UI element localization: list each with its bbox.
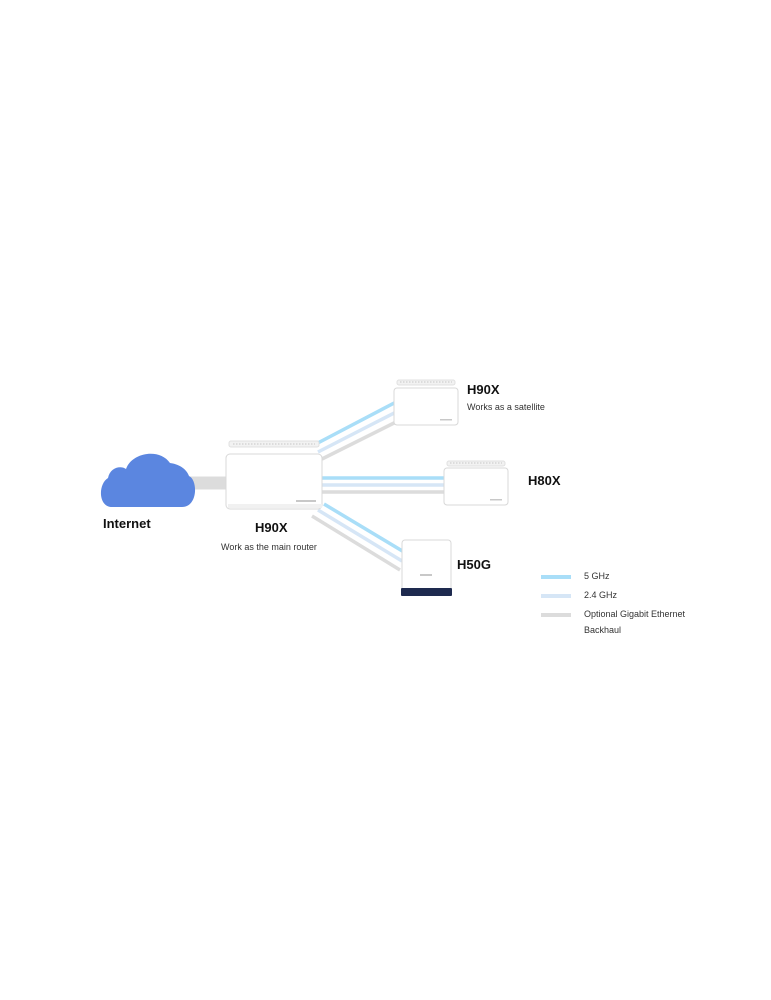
- legend-label-5ghz: 5 GHz: [584, 571, 610, 581]
- main-router-device: [225, 440, 323, 510]
- main-router-description: Work as the main router: [221, 542, 317, 552]
- link-satellite-h90x: [313, 399, 403, 461]
- h80x-name: H80X: [528, 473, 561, 488]
- legend-swatch-ethernet: [541, 613, 571, 617]
- legend-swatch-5ghz: [541, 575, 571, 579]
- link-h80x: [322, 476, 446, 494]
- legend-swatch-2-4ghz: [541, 594, 571, 598]
- cloud-icon: [100, 453, 196, 507]
- h50g-device: [401, 539, 452, 596]
- satellite-h90x-device: [393, 379, 459, 426]
- h50g-name: H50G: [457, 557, 491, 572]
- satellite-h90x-name: H90X: [467, 382, 500, 397]
- legend-label-ethernet-line2: Backhaul: [584, 625, 622, 635]
- legend-label-2-4ghz: 2.4 GHz: [584, 590, 618, 600]
- link-h50g: [311, 502, 405, 572]
- satellite-h90x-description: Works as a satellite: [467, 402, 545, 412]
- internet-label: Internet: [103, 516, 151, 531]
- legend-label-ethernet: Optional Gigabit Ethernet: [584, 609, 686, 619]
- h80x-device: [443, 460, 509, 506]
- main-router-name: H90X: [255, 520, 288, 535]
